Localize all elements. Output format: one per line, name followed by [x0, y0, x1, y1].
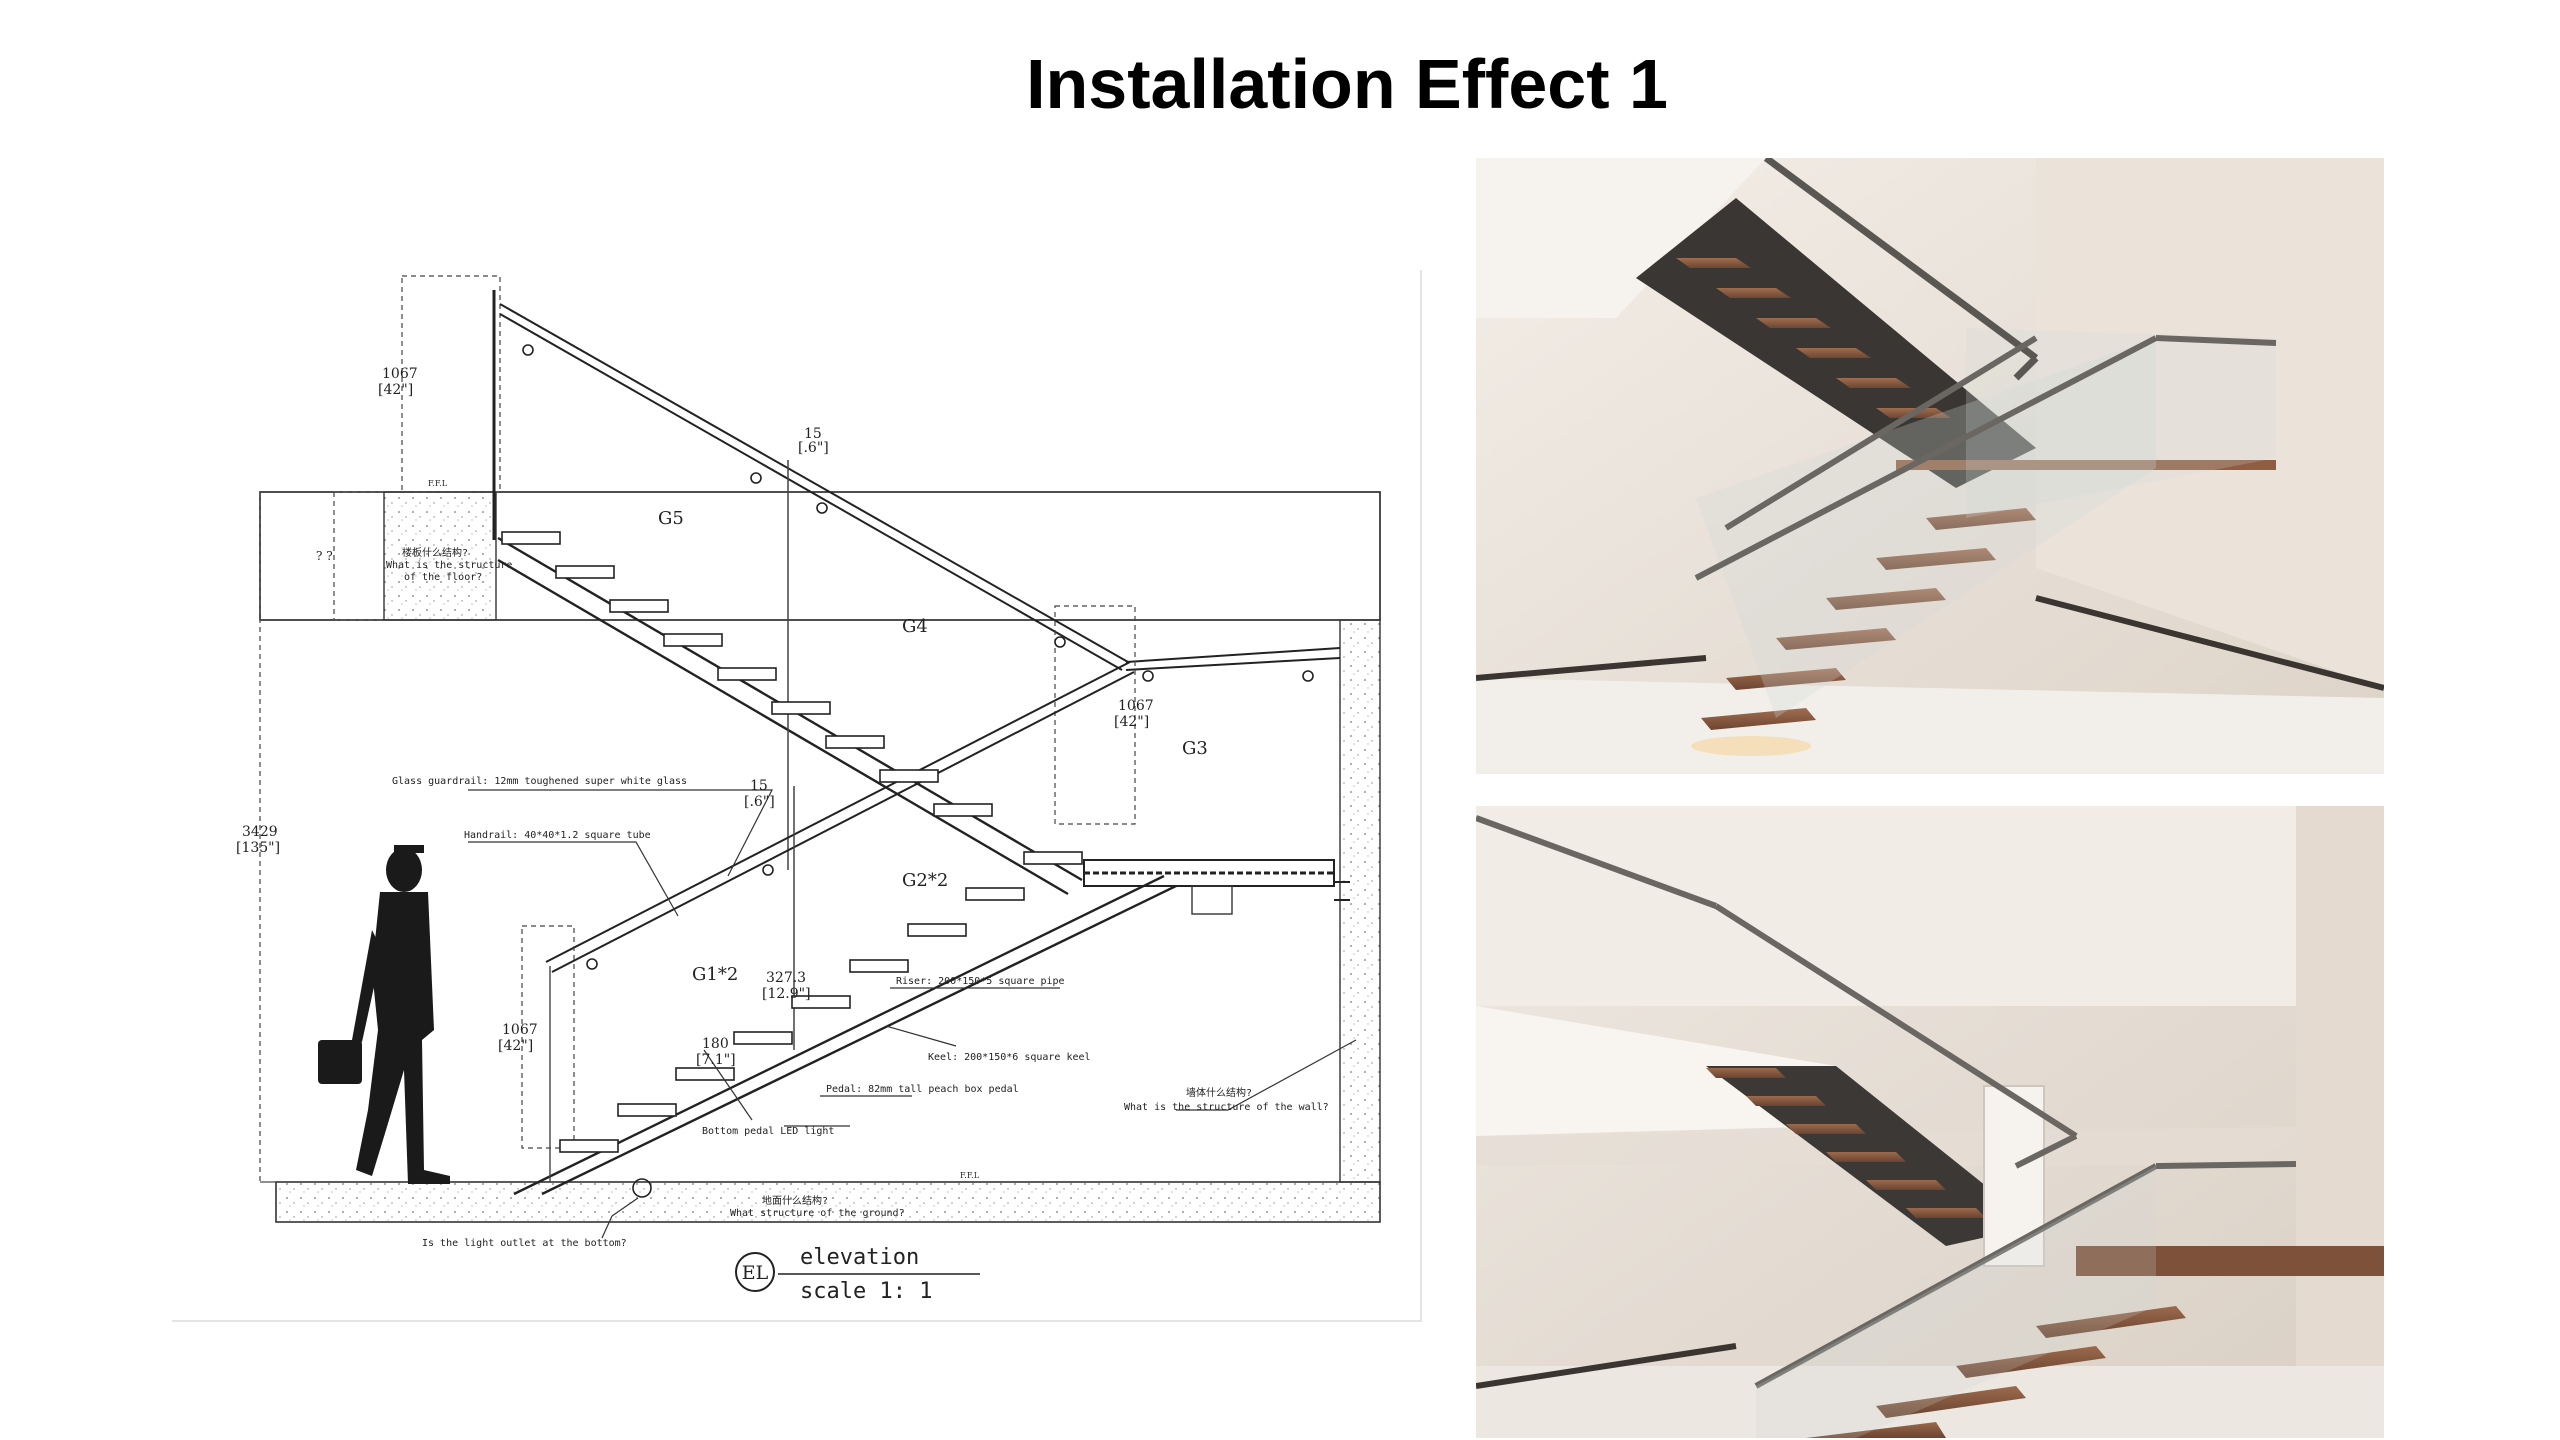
render-photo-top [1476, 158, 2384, 774]
dim-42-top: [42"] [378, 382, 413, 398]
led-note: Bottom pedal LED light [702, 1126, 834, 1137]
label-g4: G4 [902, 616, 928, 637]
dim-15-top: 15 [804, 426, 822, 442]
label-g1: G1*2 [692, 964, 738, 985]
dim-3429: 3429 [242, 824, 278, 840]
dim-71: [7.1"] [696, 1052, 736, 1068]
label-g3: G3 [1182, 738, 1208, 759]
floor-question-cn: 楼板什么结构? [402, 546, 468, 559]
dim-327: 327.3 [766, 970, 806, 986]
label-g5: G5 [658, 508, 684, 529]
render-bottom-svg [1476, 806, 2384, 1438]
glass-guardrail-note: Glass guardrail: 12mm toughened super wh… [392, 776, 687, 787]
dim-1067-right: 1067 [1118, 698, 1154, 714]
qmarks: ? ? [316, 549, 333, 563]
lower-treads [559, 851, 1083, 1153]
upper-treads [501, 531, 993, 817]
keel-note: Keel: 200*150*6 square keel [928, 1052, 1091, 1063]
ffl-top: F.F.L [428, 479, 448, 488]
lower-keel [513, 874, 1165, 1196]
ground-slab [275, 1181, 1381, 1223]
floor-dimension-box [333, 491, 385, 621]
el-badge-text: EL [742, 1262, 769, 1284]
outlet-question: Is the light outlet at the bottom? [422, 1238, 627, 1249]
lower-handrail [545, 661, 1131, 963]
wall-question-cn: 墙体什么结构? [1186, 1086, 1252, 1099]
elevation-drawing: G5 G4 G3 G2*2 G1*2 1067 [42"] 15 [.6"] 1… [172, 270, 1422, 1322]
floor-question-en-2: of the floor? [404, 572, 482, 583]
dim-6-top: [.6"] [798, 440, 829, 456]
render-photo-bottom [1476, 806, 2384, 1438]
riser-note: Riser: 200*150*5 square pipe [896, 976, 1065, 987]
dim-180: 180 [702, 1036, 729, 1052]
scale-label: scale 1: 1 [800, 1279, 932, 1304]
page-title: Installation Effect 1 [1026, 45, 1668, 123]
elevation-title: elevation [800, 1245, 919, 1270]
render-top-svg [1476, 158, 2384, 774]
dim-42-right: [42"] [1114, 714, 1149, 730]
pedal-note: Pedal: 82mm tall peach box pedal [826, 1084, 1019, 1095]
dim-1067-top: 1067 [382, 366, 418, 382]
dim-1067-left: 1067 [502, 1022, 538, 1038]
person-silhouette [318, 845, 450, 1184]
dim-42-left: [42"] [498, 1038, 533, 1054]
elevation-svg: G5 G4 G3 G2*2 G1*2 1067 [42"] 15 [.6"] 1… [236, 275, 1381, 1304]
dim-15-mid: 15 [750, 778, 768, 794]
handrail-note: Handrail: 40*40*1.2 square tube [464, 830, 651, 841]
ground-question-cn: 地面什么结构? [762, 1194, 828, 1207]
dim-135: [135"] [236, 840, 280, 856]
dim-129: [12.9"] [762, 986, 811, 1002]
label-g2: G2*2 [902, 870, 948, 891]
floor-question-en-1: What is the structure [386, 560, 512, 571]
ground-question-en: What structure of the ground? [730, 1208, 905, 1219]
elevation-badge: EL elevation scale 1: 1 [735, 1245, 980, 1304]
upper-handrail [499, 303, 1129, 663]
wall-question-en: What is the structure of the wall? [1124, 1102, 1329, 1113]
dim-6-mid: [.6"] [744, 794, 775, 810]
ffl-bottom: F.F.L [960, 1171, 980, 1180]
